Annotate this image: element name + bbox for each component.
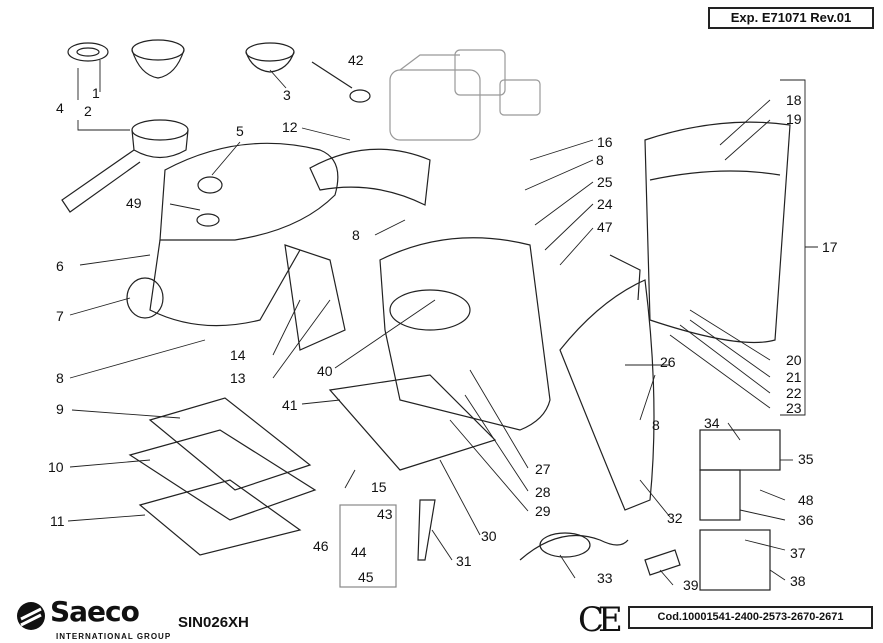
label-11: 11 — [50, 513, 65, 529]
side-panel — [559, 279, 655, 511]
label-21: 21 — [786, 369, 802, 385]
label-34: 34 — [704, 415, 720, 431]
label-9: 9 — [56, 401, 64, 417]
brand-name: Saeco — [50, 595, 140, 628]
label-40: 40 — [317, 363, 333, 379]
label-4: 4 — [56, 100, 64, 116]
switch-block — [699, 429, 781, 471]
label-45: 45 — [358, 569, 374, 585]
filter-disc — [67, 42, 109, 62]
label-8b: 8 — [352, 227, 360, 243]
label-46: 46 — [313, 538, 329, 554]
label-29: 29 — [535, 503, 551, 519]
parts-drawing — [61, 39, 791, 591]
label-23: 23 — [786, 400, 802, 416]
label-20: 20 — [786, 352, 802, 368]
bracket-39 — [644, 549, 681, 576]
label-41: 41 — [282, 397, 298, 413]
label-19: 19 — [786, 111, 802, 127]
reference-text: Exp. E71071 Rev.01 — [730, 10, 852, 25]
label-10: 10 — [48, 459, 64, 475]
label-35: 35 — [798, 451, 814, 467]
top-cover — [159, 142, 339, 241]
power-cable — [519, 534, 629, 561]
label-15: 15 — [371, 479, 387, 495]
saeco-logo-icon — [17, 602, 45, 630]
label-12: 12 — [282, 119, 298, 135]
label-31: 31 — [456, 553, 472, 569]
label-14: 14 — [230, 347, 246, 363]
label-27: 27 — [535, 461, 551, 477]
tray-frame — [128, 429, 317, 521]
filter-holder — [131, 119, 189, 141]
label-26: 26 — [660, 354, 676, 370]
measuring-spoon — [311, 61, 353, 89]
steam-nozzle — [417, 499, 436, 561]
label-6: 6 — [56, 258, 64, 274]
label-5: 5 — [236, 123, 244, 139]
label-7: 7 — [56, 308, 64, 324]
label-13: 13 — [230, 370, 246, 386]
leader-lines — [67, 60, 818, 586]
label-18: 18 — [786, 92, 802, 108]
label-8d: 8 — [652, 417, 660, 433]
label-49: 49 — [126, 195, 142, 211]
label-33: 33 — [597, 570, 613, 586]
label-44: 44 — [351, 544, 367, 560]
filter-basket-3 — [245, 42, 295, 62]
label-1: 1 — [92, 85, 100, 101]
packaging-box — [699, 529, 771, 591]
label-25: 25 — [597, 174, 613, 190]
code-box: Cod.10001541-2400-2573-2670-2671 — [628, 606, 873, 629]
water-tank — [644, 121, 791, 344]
cup-grid — [148, 397, 312, 491]
label-42: 42 — [348, 52, 364, 68]
label-38: 38 — [790, 573, 806, 589]
label-36: 36 — [798, 512, 814, 528]
ce-mark: CE — [578, 600, 623, 640]
label-32: 32 — [667, 510, 683, 526]
model-code: SIN026XH — [178, 614, 249, 631]
boiler-assembly — [389, 49, 541, 141]
label-28: 28 — [535, 484, 551, 500]
part-labels: 1 2 3 4 5 6 7 8 8 8 8 9 10 11 12 13 14 1… — [48, 52, 838, 593]
ring-gasket — [126, 277, 164, 319]
label-16: 16 — [597, 134, 613, 150]
label-43: 43 — [377, 506, 393, 522]
label-17: 17 — [822, 239, 838, 255]
label-48: 48 — [798, 492, 814, 508]
code-text: Cod.10001541-2400-2573-2670-2671 — [657, 611, 844, 623]
label-24: 24 — [597, 196, 613, 212]
label-3: 3 — [283, 87, 291, 103]
trim-strip — [309, 148, 431, 206]
label-37: 37 — [790, 545, 806, 561]
label-8a: 8 — [56, 370, 64, 386]
label-22: 22 — [786, 385, 802, 401]
label-30: 30 — [481, 528, 497, 544]
label-47: 47 — [597, 219, 613, 235]
label-2: 2 — [84, 103, 92, 119]
brand-subtitle: INTERNATIONAL GROUP — [56, 632, 172, 641]
control-panel — [284, 244, 346, 351]
base-tray — [138, 479, 302, 556]
label-39: 39 — [683, 577, 699, 593]
filter-basket-2 — [131, 39, 185, 61]
kit-46-box — [339, 504, 397, 588]
brand-logo: Saeco INTERNATIONAL GROUP — [16, 595, 176, 643]
reference-box: Exp. E71071 Rev.01 — [708, 7, 874, 29]
label-8c: 8 — [596, 152, 604, 168]
drip-tray — [328, 374, 497, 471]
main-frame — [379, 237, 551, 431]
